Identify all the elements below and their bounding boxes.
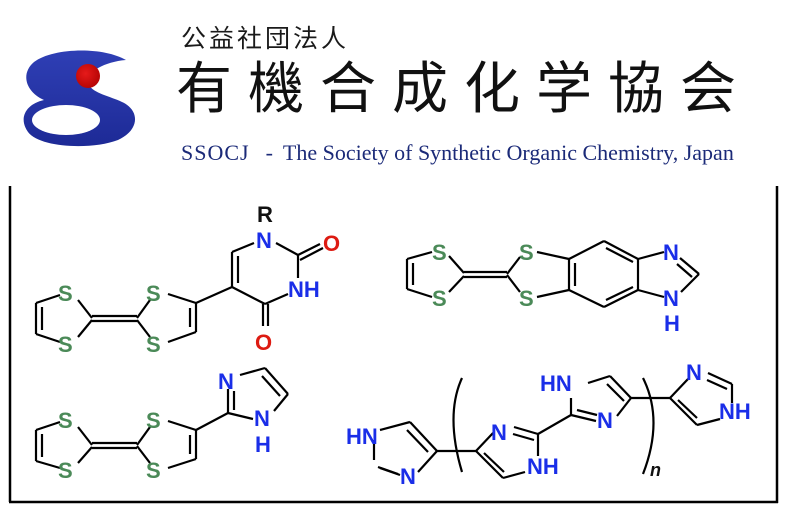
- atom-s: S: [432, 240, 447, 265]
- logo-red-dot: [76, 64, 100, 88]
- structure-ttf-imidazole: [34, 366, 289, 470]
- atom-o: O: [255, 330, 272, 355]
- abbreviation: SSOCJ: [181, 140, 250, 165]
- logo-white-ellipse: [32, 105, 100, 135]
- org-name: 有機合成化学協会: [176, 57, 752, 122]
- atom-r: R: [257, 202, 273, 227]
- atom-s: S: [519, 240, 534, 265]
- atom-s: S: [519, 286, 534, 311]
- structure-ttf-imidazole-labels: S S S S N N H: [58, 369, 271, 483]
- atom-s: S: [58, 332, 73, 357]
- atom-nh: NH: [527, 454, 559, 479]
- structure-ttf-uracil-labels: S S S S R N O NH O: [58, 202, 340, 357]
- structure-ttf-benzimidazole-labels: S S S S N N H: [432, 240, 680, 336]
- frame-border: [8, 186, 779, 504]
- atom-s: S: [146, 458, 161, 483]
- atom-s: S: [58, 458, 73, 483]
- structure-oligo-imidazole-labels: HN N N NH HN N N NH n: [346, 360, 751, 489]
- atom-n: N: [218, 369, 234, 394]
- atom-h: H: [664, 311, 680, 336]
- atom-n: N: [686, 360, 702, 385]
- atom-o: O: [323, 231, 340, 256]
- atom-nh: NH: [719, 399, 751, 424]
- structure-ttf-uracil: [34, 241, 324, 344]
- atom-s: S: [58, 281, 73, 306]
- english-name-line: SSOCJ-The Society of Synthetic Organic C…: [181, 142, 734, 164]
- atom-s: S: [146, 332, 161, 357]
- ssocj-logo: [23, 50, 136, 147]
- atom-s: S: [432, 286, 447, 311]
- structure-ttf-benzimidazole: [405, 240, 700, 308]
- atom-s: S: [146, 281, 161, 306]
- atom-n: N: [663, 240, 679, 265]
- atom-n: N: [400, 464, 416, 489]
- atom-n: N: [491, 420, 507, 445]
- atom-n: N: [254, 406, 270, 431]
- atom-s: S: [146, 408, 161, 433]
- atom-n: N: [256, 228, 272, 253]
- english-name: The Society of Synthetic Organic Chemist…: [282, 140, 734, 165]
- separator: -: [265, 140, 273, 165]
- atom-s: S: [58, 408, 73, 433]
- atom-hn: HN: [540, 371, 572, 396]
- atom-nh: NH: [288, 277, 320, 302]
- atom-h: H: [255, 432, 271, 457]
- atom-hn: HN: [346, 424, 378, 449]
- structure-oligo-imidazole: [372, 372, 734, 480]
- repeat-n: n: [650, 460, 661, 480]
- org-type: 公益社団法人: [181, 24, 350, 53]
- atom-n: N: [663, 286, 679, 311]
- atom-n: N: [597, 408, 613, 433]
